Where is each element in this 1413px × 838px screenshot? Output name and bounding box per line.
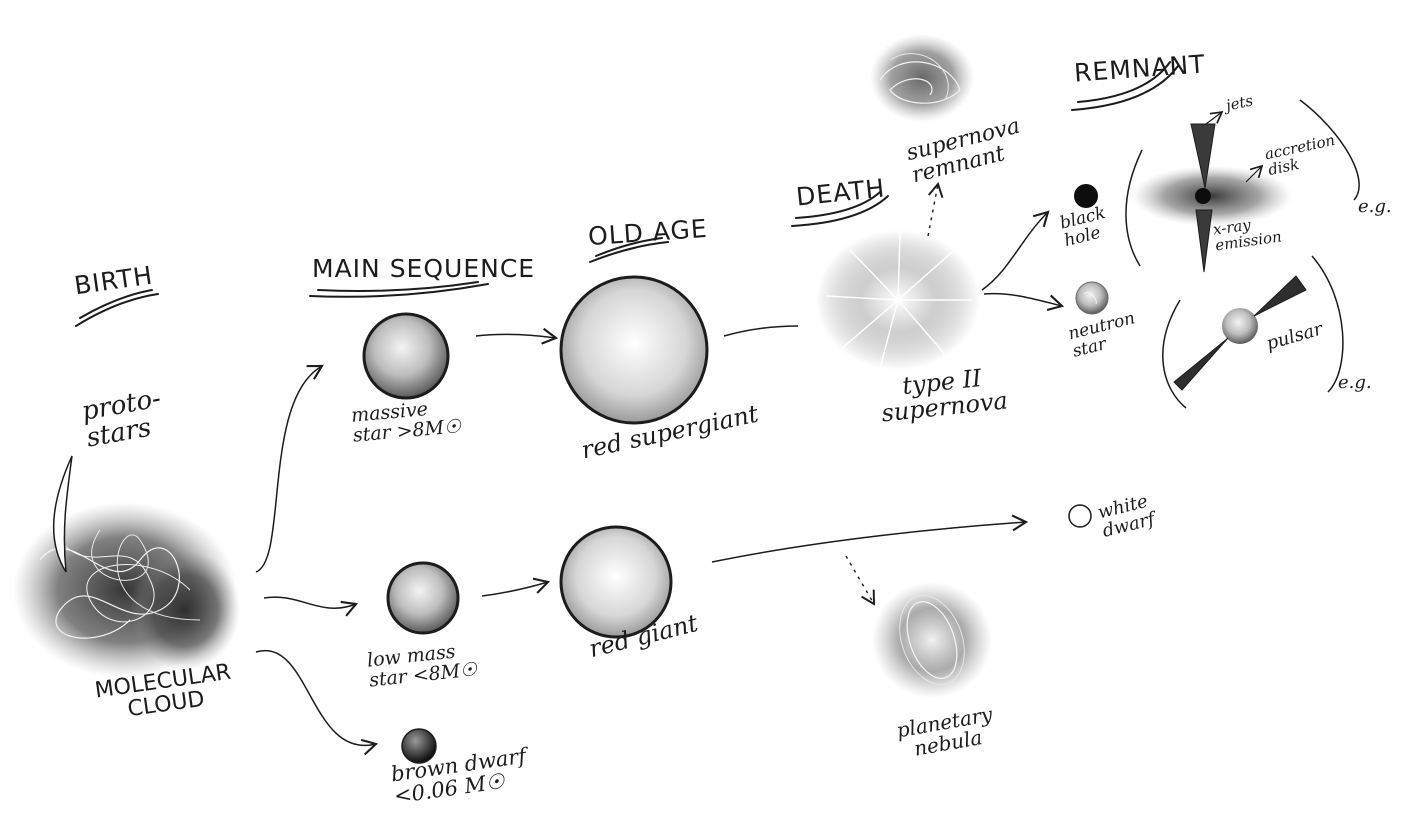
- white-dwarf: [1068, 504, 1092, 528]
- neutron-star: [1075, 281, 1109, 315]
- label-eg-black-hole: e.g.: [1358, 196, 1392, 217]
- black-hole: [1074, 184, 1098, 208]
- supernova-burst: [816, 230, 980, 370]
- red-giant-to-white-dwarf-arrow: [711, 514, 1029, 563]
- supernova-remnant-arrow: [927, 182, 944, 237]
- protostar-pointer: [52, 455, 73, 573]
- massive-star: [362, 312, 450, 400]
- red-supergiant: [559, 275, 709, 425]
- stage-main-sequence: MAIN SEQUENCE: [312, 254, 536, 283]
- cloud-branch-arrows: [255, 364, 379, 756]
- old-age-arrows: [475, 327, 559, 597]
- black-hole-example: [1125, 99, 1360, 273]
- pulsar-example: [1162, 255, 1344, 409]
- planetary-nebula-illustration: [872, 582, 992, 698]
- remnant-arrows: [981, 210, 1065, 312]
- stage-underlines: [75, 61, 1179, 327]
- planetary-nebula-arrow: [845, 555, 876, 606]
- supernova-remnant-illustration: [870, 34, 974, 122]
- brown-dwarf: [401, 728, 437, 764]
- label-eg-pulsar: e.g.: [1338, 372, 1372, 393]
- supergiant-to-supernova-line: [723, 325, 799, 337]
- low-mass-star: [386, 561, 460, 635]
- molecular-cloud-illustration: [13, 502, 240, 678]
- red-giant: [559, 525, 673, 639]
